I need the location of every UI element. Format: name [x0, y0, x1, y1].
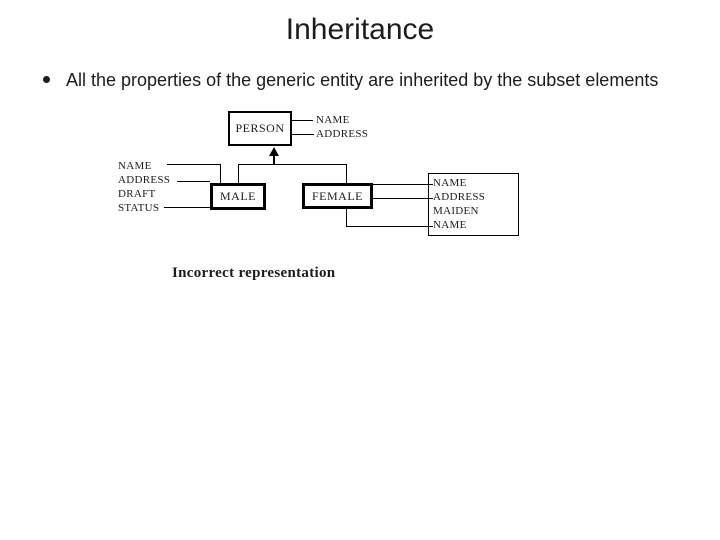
- female-attr-maiden: MAIDEN: [433, 205, 479, 217]
- slide-title: Inheritance: [285, 13, 435, 46]
- male-entity-label: MALE: [220, 189, 256, 203]
- female-attr-box: [428, 173, 519, 236]
- line-male-status: [164, 207, 210, 208]
- line-person-name: [292, 120, 313, 121]
- up-arrow-icon: [269, 147, 279, 156]
- line-connector-horizontal: [238, 164, 347, 165]
- line-connector-to-female: [346, 164, 347, 183]
- caption: Incorrect representation: [172, 265, 336, 281]
- line-person-address: [292, 134, 314, 135]
- person-attr-name: NAME: [316, 114, 350, 126]
- male-attr-draft: DRAFT: [118, 188, 156, 200]
- line-male-name-h: [167, 164, 221, 165]
- person-attr-address: ADDRESS: [316, 128, 369, 140]
- line-female-maidenname-h: [346, 226, 433, 227]
- bullet-text: All the properties of the generic entity…: [66, 70, 659, 90]
- female-entity-label: FEMALE: [312, 188, 363, 203]
- male-attr-address: ADDRESS: [118, 174, 171, 186]
- arrow-stem: [273, 155, 275, 165]
- male-attr-status: STATUS: [118, 202, 160, 214]
- male-attr-name: NAME: [118, 160, 152, 172]
- line-female-maidenname-v: [346, 208, 347, 227]
- female-attr-name: NAME: [433, 177, 467, 189]
- line-female-address: [373, 198, 433, 199]
- female-attr-maiden-name: NAME: [433, 219, 467, 231]
- male-entity-box: MALE: [210, 183, 266, 210]
- line-female-name: [373, 184, 433, 185]
- line-connector-to-male: [238, 164, 239, 183]
- female-entity-box: FEMALE: [302, 183, 373, 209]
- line-male-address: [177, 181, 210, 182]
- bullet-icon: [43, 76, 50, 83]
- person-entity-label: PERSON: [235, 121, 285, 135]
- line-male-name-v: [220, 164, 221, 183]
- female-attr-address: ADDRESS: [433, 191, 486, 203]
- person-entity-box: PERSON: [228, 111, 292, 146]
